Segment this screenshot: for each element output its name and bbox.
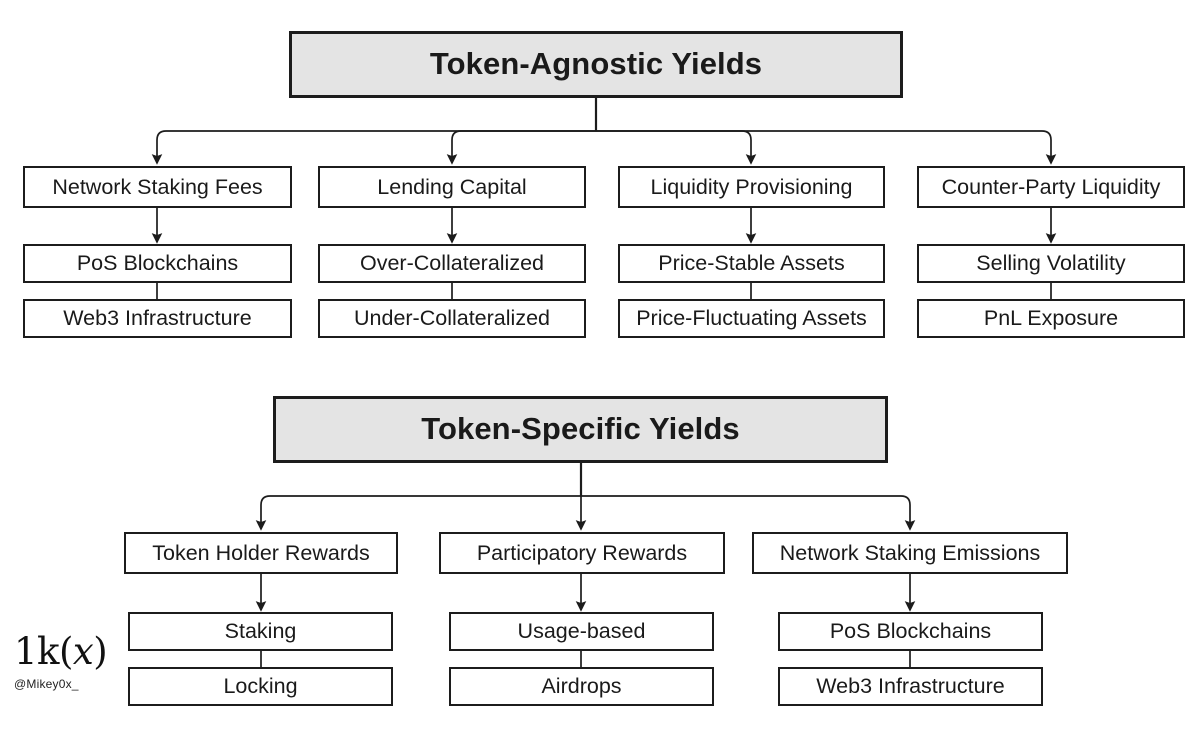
leaf-label: PnL Exposure xyxy=(983,306,1119,331)
section-header-label: Token-Specific Yields xyxy=(421,411,740,447)
leaf-label: Usage-based xyxy=(517,619,646,644)
leaf-label: PoS Blockchains xyxy=(829,619,992,644)
leaf-label: Web3 Infrastructure xyxy=(816,674,1005,699)
branch-label: Network Staking Emissions xyxy=(779,540,1041,565)
branch-label: Participatory Rewards xyxy=(476,540,688,565)
leaf-locking: Locking xyxy=(128,667,393,706)
branch-label: Liquidity Provisioning xyxy=(650,174,853,199)
leaf-label: Price-Fluctuating Assets xyxy=(636,306,867,331)
branch-label: Lending Capital xyxy=(377,174,527,199)
watermark: 1k(x) @Mikey0x_ xyxy=(14,633,126,691)
leaf-label: Locking xyxy=(223,674,298,699)
leaf-price-fluctuating-assets: Price-Fluctuating Assets xyxy=(618,299,885,338)
branch-network-staking-emissions: Network Staking Emissions xyxy=(752,532,1068,574)
branch-liquidity-provisioning: Liquidity Provisioning xyxy=(618,166,885,208)
leaf-usage-based: Usage-based xyxy=(449,612,714,651)
watermark-logo-suffix: ) xyxy=(93,630,108,673)
branch-network-staking-fees: Network Staking Fees xyxy=(23,166,292,208)
section-header-label: Token-Agnostic Yields xyxy=(429,46,763,82)
leaf-pnl-exposure: PnL Exposure xyxy=(917,299,1185,338)
branch-lending-capital: Lending Capital xyxy=(318,166,586,208)
branch-participatory-rewards: Participatory Rewards xyxy=(439,532,725,574)
leaf-web3-infrastructure-agnostic: Web3 Infrastructure xyxy=(23,299,292,338)
leaf-over-collateralized: Over-Collateralized xyxy=(318,244,586,283)
branch-token-holder-rewards: Token Holder Rewards xyxy=(124,532,398,574)
leaf-label: Airdrops xyxy=(541,674,622,699)
leaf-airdrops: Airdrops xyxy=(449,667,714,706)
leaf-price-stable-assets: Price-Stable Assets xyxy=(618,244,885,283)
branch-label: Network Staking Fees xyxy=(52,174,263,199)
branch-label: Token Holder Rewards xyxy=(152,540,370,565)
leaf-under-collateralized: Under-Collateralized xyxy=(318,299,586,338)
leaf-pos-blockchains-specific: PoS Blockchains xyxy=(778,612,1043,651)
leaf-label: PoS Blockchains xyxy=(76,251,239,276)
section-header-token-agnostic: Token-Agnostic Yields xyxy=(289,31,903,98)
leaf-label: Under-Collateralized xyxy=(354,306,550,331)
leaf-staking: Staking xyxy=(128,612,393,651)
leaf-selling-volatility: Selling Volatility xyxy=(917,244,1185,283)
leaf-label: Over-Collateralized xyxy=(359,251,544,276)
leaf-pos-blockchains-agnostic: PoS Blockchains xyxy=(23,244,292,283)
watermark-logo: 1k(x) xyxy=(14,633,126,670)
section-header-token-specific: Token-Specific Yields xyxy=(273,396,888,463)
watermark-logo-prefix: 1k( xyxy=(14,630,73,673)
leaf-label: Selling Volatility xyxy=(976,251,1126,276)
leaf-label: Web3 Infrastructure xyxy=(63,306,252,331)
leaf-label: Staking xyxy=(224,619,297,644)
leaf-label: Price-Stable Assets xyxy=(658,251,845,276)
watermark-handle: @Mikey0x_ xyxy=(14,677,79,691)
branch-label: Counter-Party Liquidity xyxy=(941,174,1161,199)
leaf-web3-infrastructure-specific: Web3 Infrastructure xyxy=(778,667,1043,706)
branch-counter-party-liquidity: Counter-Party Liquidity xyxy=(917,166,1185,208)
watermark-logo-variable: x xyxy=(72,630,94,673)
